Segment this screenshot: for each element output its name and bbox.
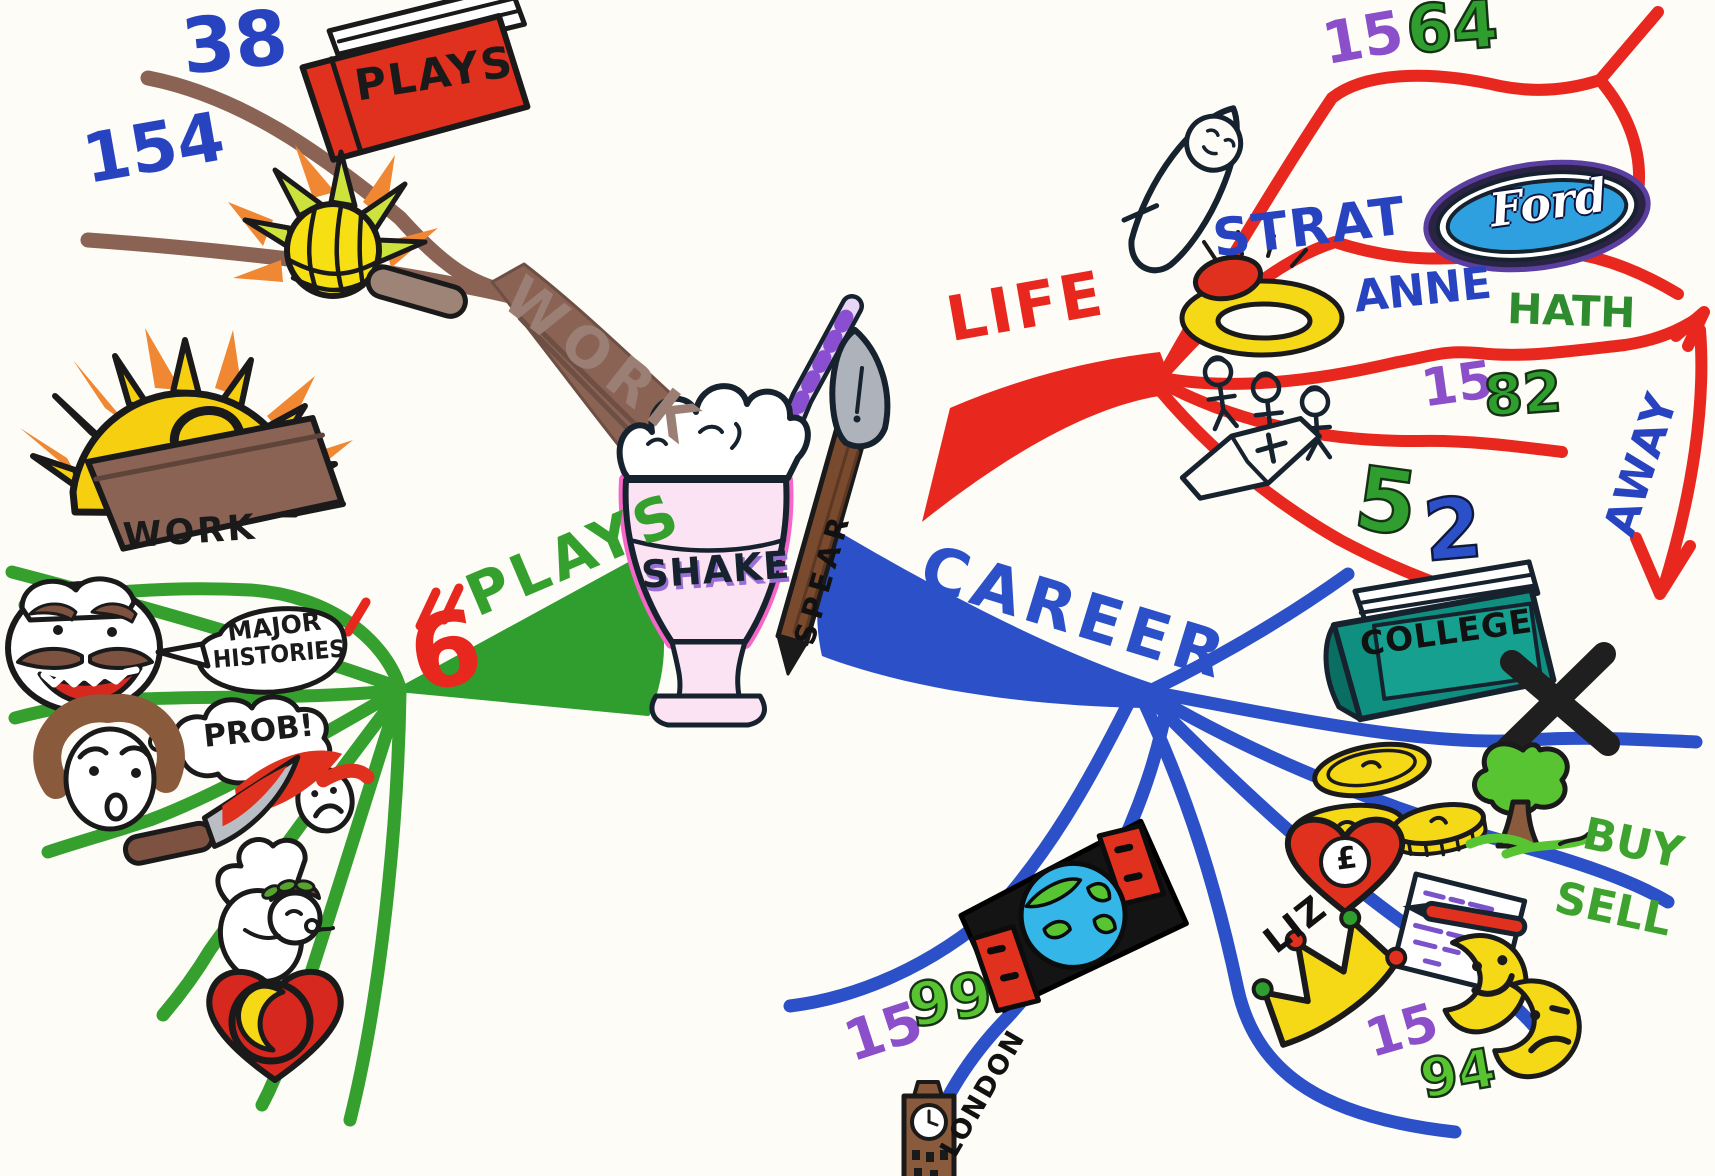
marriage-year-suffix: 82: [1480, 358, 1565, 431]
family-icon: [1202, 355, 1333, 461]
birth-year-suffix: 64: [1402, 0, 1501, 70]
company-year-suffix: 94: [1414, 1035, 1501, 1112]
shake-label: SHAKE: [639, 542, 792, 597]
briefcase-label: WORK: [121, 507, 259, 557]
hath-label: HATH: [1506, 284, 1637, 338]
worried-face-icon: [33, 693, 185, 832]
death-age-digit1: 5: [1348, 445, 1425, 558]
career-branch-trunk: [817, 530, 1154, 708]
milkshake-icon: [616, 294, 864, 728]
ford-oval-icon: [1423, 159, 1651, 273]
death-age-digit2: 2: [1418, 477, 1487, 582]
heart-pound-icon: [1284, 816, 1406, 915]
life-branch-trunk: [922, 352, 1176, 522]
pound-coin-label: £: [1333, 840, 1360, 878]
heart-moon-icon: [206, 968, 344, 1083]
briefcase-icon: [84, 406, 345, 552]
birth-year-prefix: 15: [1317, 0, 1409, 79]
laughing-face-icon: [5, 576, 163, 715]
tree-icon: [1465, 741, 1593, 859]
cherub-icon: [215, 837, 335, 984]
life-branch-lines: [1152, 6, 1704, 604]
crown-icon: [1251, 906, 1408, 1048]
coffin-icon: [1179, 416, 1322, 501]
plays-count-38: 38: [177, 0, 292, 92]
masks-icon: [1442, 933, 1582, 1080]
knife-icon: [122, 750, 375, 866]
sonnet-rattle-icon: [228, 145, 468, 319]
speech-bubble-icon: [155, 606, 348, 695]
plays-book-icon: [299, 0, 531, 163]
globe-theatre-icon: [958, 818, 1189, 1014]
baby-icon: [1121, 105, 1244, 274]
ring-icon: [1179, 230, 1345, 358]
big-ben-icon: [901, 1080, 957, 1176]
quote-marks: [343, 583, 464, 637]
college-book-icon: [1323, 559, 1557, 723]
globe-year-suffix: 99: [902, 957, 999, 1043]
quill-spear-icon: [775, 327, 891, 676]
away-arrow-icon: [1630, 306, 1710, 600]
cross-out-icon: [1494, 642, 1620, 762]
